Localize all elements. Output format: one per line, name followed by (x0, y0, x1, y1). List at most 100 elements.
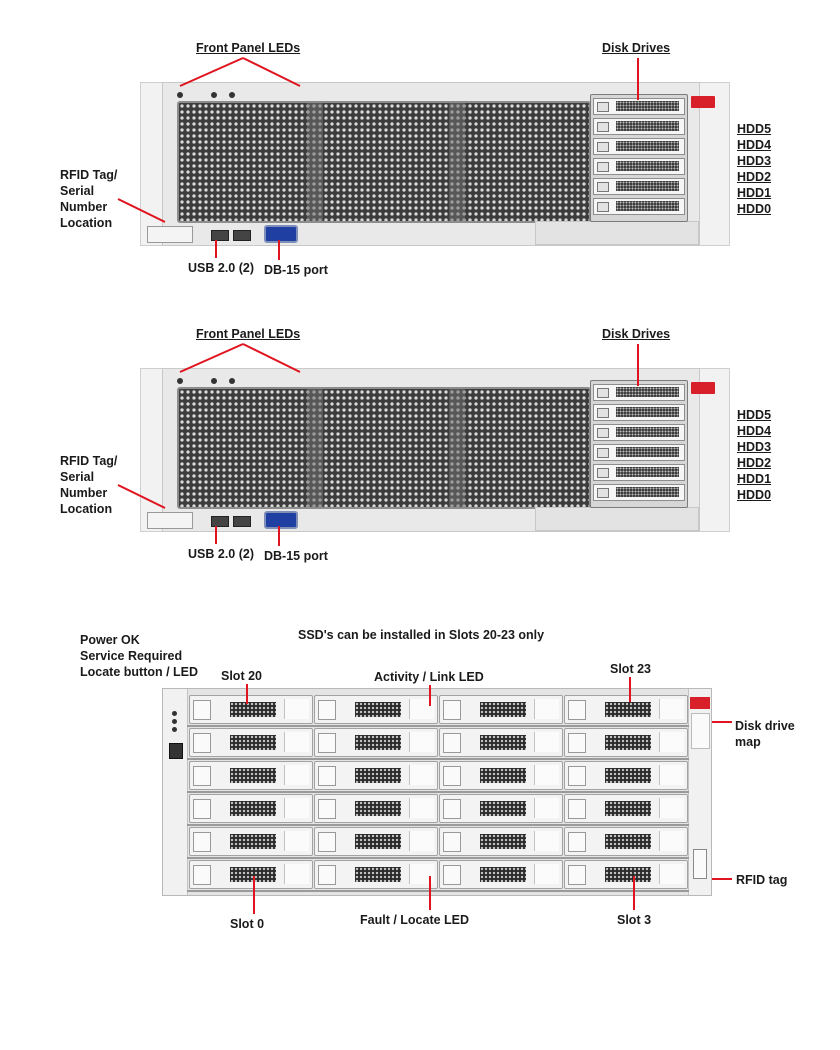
rfid-tag-icon (693, 849, 707, 879)
db15-port-icon (264, 225, 298, 243)
brand-badge-icon (690, 697, 710, 709)
hdd2-slot[interactable] (593, 444, 685, 461)
db15-label: DB-15 port (264, 549, 328, 563)
power-led-icon (177, 92, 183, 98)
callout-line (117, 198, 166, 223)
drive-tray[interactable] (314, 728, 438, 757)
brand-badge-icon (691, 96, 715, 108)
drive-tray[interactable] (439, 695, 563, 724)
drive-tray[interactable] (564, 860, 688, 889)
slot-20-label: Slot 20 (221, 669, 262, 683)
hdd0-slot[interactable] (593, 484, 685, 501)
vent-grille (177, 387, 591, 509)
drive-tray[interactable] (314, 860, 438, 889)
hdd4-slot[interactable] (593, 118, 685, 135)
server-chassis (162, 368, 700, 532)
drive-tray[interactable] (189, 728, 313, 757)
usb-port-icon (233, 516, 251, 527)
callout-line (117, 484, 166, 509)
usb-label: USB 2.0 (2) (188, 547, 254, 561)
disk-drive-map-label-line-2: map (735, 735, 761, 749)
hdd2-label: HDD2 (737, 170, 772, 184)
rfid-tag-label: RFID tag (736, 873, 788, 887)
locate-button-icon[interactable] (169, 743, 183, 759)
hdd5-label: HDD5 (737, 122, 772, 136)
usb-port-icon (233, 230, 251, 241)
disk-drives-label: Disk Drives (602, 41, 671, 55)
front-panel-leds-label: Front Panel LEDs (196, 327, 301, 341)
drive-tray[interactable] (564, 695, 688, 724)
slot-23-label: Slot 23 (610, 662, 651, 676)
power-ok-led-icon (172, 711, 177, 716)
drive-tray[interactable] (439, 827, 563, 856)
hdd5-slot[interactable] (593, 384, 685, 401)
hdd1-slot[interactable] (593, 178, 685, 195)
disk-drive-map-label-line-1: Disk drive (735, 719, 795, 733)
drive-row (187, 693, 689, 727)
disk-drive-bay (590, 94, 688, 222)
service-led-icon (211, 92, 217, 98)
drive-tray[interactable] (439, 860, 563, 889)
drive-row (187, 726, 689, 760)
hdd0-label: HDD0 (737, 488, 772, 502)
front-panel-leds-label: Front Panel LEDs (196, 41, 301, 55)
hdd5-slot[interactable] (593, 98, 685, 115)
drive-tray[interactable] (314, 794, 438, 823)
right-rack-ear (698, 368, 730, 532)
hdd0-slot[interactable] (593, 198, 685, 215)
usb-label: USB 2.0 (2) (188, 261, 254, 275)
callout-line (242, 343, 301, 373)
drive-tray[interactable] (439, 728, 563, 757)
disk-drives-label: Disk Drives (602, 327, 671, 341)
drive-tray[interactable] (314, 827, 438, 856)
hdd3-slot[interactable] (593, 138, 685, 155)
rfid-label-line-4: Location (60, 216, 113, 230)
rfid-label-line-3: Number (60, 200, 108, 214)
lower-panel (535, 221, 699, 245)
drive-tray[interactable] (564, 827, 688, 856)
drive-row (187, 858, 689, 892)
hdd0-label: HDD0 (737, 202, 772, 216)
lower-panel (535, 507, 699, 531)
rfid-tag-icon (147, 226, 193, 243)
hdd2-label: HDD2 (737, 456, 772, 470)
drive-tray[interactable] (314, 761, 438, 790)
db15-label: DB-15 port (264, 263, 328, 277)
drive-tray[interactable] (189, 695, 313, 724)
rfid-label-line-4: Location (60, 502, 113, 516)
drive-tray[interactable] (564, 761, 688, 790)
drive-tray[interactable] (564, 794, 688, 823)
drive-tray[interactable] (314, 695, 438, 724)
drive-tray[interactable] (564, 728, 688, 757)
usb-port-icon (211, 230, 229, 241)
hdd3-label: HDD3 (737, 154, 772, 168)
drive-tray[interactable] (189, 761, 313, 790)
hdd1-label: HDD1 (737, 472, 772, 486)
rfid-label-line-3: Number (60, 486, 108, 500)
drive-tray[interactable] (189, 794, 313, 823)
hdd4-slot[interactable] (593, 404, 685, 421)
hdd1-slot[interactable] (593, 464, 685, 481)
hdd2-slot[interactable] (593, 158, 685, 175)
callout-line (179, 57, 244, 87)
locate-led-icon (172, 727, 177, 732)
drive-tray[interactable] (439, 794, 563, 823)
rfid-tag-icon (147, 512, 193, 529)
rfid-label-line-1: RFID Tag/ (60, 168, 118, 182)
power-led-icon (177, 378, 183, 384)
rfid-label-line-2: Serial (60, 184, 95, 198)
locate-led-icon (229, 378, 235, 384)
fault-led-label: Fault / Locate LED (360, 913, 470, 927)
power-ok-label: Power OK (80, 633, 140, 647)
drive-tray[interactable] (439, 761, 563, 790)
right-rack-ear (698, 82, 730, 246)
hdd3-slot[interactable] (593, 424, 685, 441)
drive-tray[interactable] (189, 860, 313, 889)
db15-port-icon (264, 511, 298, 529)
callout-line (242, 57, 301, 87)
drive-tray[interactable] (189, 827, 313, 856)
disk-drive-map-icon (691, 713, 710, 749)
hdd3-label: HDD3 (737, 440, 772, 454)
service-led-icon (211, 378, 217, 384)
